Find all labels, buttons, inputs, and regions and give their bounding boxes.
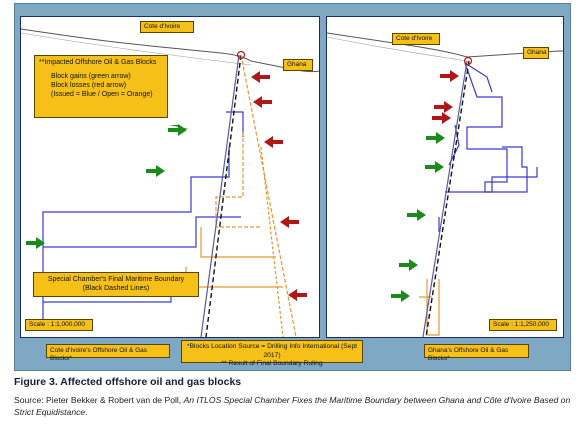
loss-arrow-3 — [264, 136, 283, 148]
block-losses-legend: Block losses (red arrow) — [51, 82, 127, 90]
figure-caption: Figure 3. Affected offshore oil and gas … — [14, 376, 242, 388]
issued-block-outline-1 — [42, 147, 230, 327]
blocks-source-line: *Blocks Location Source = Drilling Info … — [186, 343, 358, 359]
right-gain-arrow-3 — [407, 209, 426, 221]
gain-arrows — [26, 124, 189, 249]
right-gain-arrow-1 — [426, 132, 445, 144]
issued-open-legend: (Issued = Blue / Open = Orange) — [51, 91, 153, 99]
loss-arrow-2 — [253, 96, 272, 108]
left-ghana-label: Ghana — [283, 59, 313, 71]
loss-arrow-4 — [280, 216, 299, 228]
loss-arrow-1 — [251, 71, 270, 83]
left-cote-divoire-label: Cote d'Ivoire — [140, 21, 194, 33]
open-block-diagonal — [240, 54, 297, 337]
gain-arrow-1 — [168, 124, 187, 136]
right-loss-arrows — [432, 70, 459, 124]
right-issued-block-1 — [464, 62, 528, 193]
ghana-blocks-label: Ghana's Offshore Oil & Gas Blocks* — [424, 344, 529, 362]
right-gain-arrows — [391, 132, 445, 302]
right-coastline-shore — [327, 36, 468, 62]
right-loss-arrow-2 — [434, 101, 453, 113]
right-ghana-label: Ghana — [523, 47, 549, 59]
open-block-outline-1 — [215, 132, 261, 228]
open-block-outline-3 — [185, 267, 283, 288]
final-boundary-label: Special Chamber's Final Maritime Boundar… — [33, 272, 199, 297]
right-gain-arrow-5 — [391, 290, 410, 302]
right-scale-label: Scale : 1:1,250,000 — [489, 319, 557, 331]
right-issued-block-2 — [464, 62, 493, 93]
block-gains-legend: Block gains (green arrow) — [51, 73, 131, 81]
loss-arrow-5 — [288, 289, 307, 301]
right-map-graphic — [327, 32, 563, 337]
right-loss-arrow-1 — [440, 70, 459, 82]
open-block-outline-2 — [200, 227, 276, 258]
final-boundary-dashed-line — [205, 54, 242, 337]
gain-arrow-3 — [26, 237, 45, 249]
right-final-boundary-dashed-line — [425, 60, 470, 337]
cote-divoire-blocks-label: Cote d'Ivoire's Offshore Oil & Gas Block… — [46, 344, 170, 362]
impacted-blocks-title: **Impacted Offshore Oil & Gas Blocks — [39, 59, 157, 66]
source-suffix: . — [85, 406, 88, 417]
coastline-left — [21, 28, 252, 62]
source-citation: Source: Pieter Bekker & Robert van de Po… — [14, 395, 574, 418]
right-loss-arrow-3 — [432, 112, 451, 124]
final-ruling-line: ** Result of Final Boundary Ruling — [221, 360, 323, 368]
right-equidistance-line — [422, 60, 468, 337]
coastline-left-shore — [21, 32, 252, 66]
final-boundary-line1: Special Chamber's Final Maritime Boundar… — [47, 276, 185, 283]
open-block-edge — [260, 146, 284, 337]
issued-block-outline-2 — [43, 216, 241, 248]
right-map-panel — [326, 16, 564, 338]
right-open-block-1 — [426, 279, 440, 336]
right-gain-arrow-4 — [399, 259, 418, 271]
equidistance-line — [200, 54, 240, 337]
left-scale-label: Scale : 1:1,000,000 — [25, 319, 93, 331]
blocks-source-note: *Blocks Location Source = Drilling Info … — [181, 340, 363, 367]
right-cote-divoire-label: Cote d'Ivoire — [392, 33, 440, 45]
source-prefix: Source: Pieter Bekker & Robert van de Po… — [14, 395, 184, 405]
right-land-boundary-terminus-marker — [463, 56, 473, 66]
impacted-blocks-info-box: **Impacted Offshore Oil & Gas Blocks Blo… — [34, 55, 168, 118]
source-title: An ITLOS Special Chamber Fixes the Marit… — [14, 395, 571, 417]
final-boundary-line2: (Black Dashed Lines) — [82, 285, 150, 293]
right-issued-block-3 — [445, 167, 538, 193]
right-gain-arrow-2 — [425, 161, 444, 173]
land-boundary-terminus-marker — [236, 50, 246, 60]
loss-arrows — [251, 71, 307, 301]
gain-arrow-2 — [146, 165, 165, 177]
